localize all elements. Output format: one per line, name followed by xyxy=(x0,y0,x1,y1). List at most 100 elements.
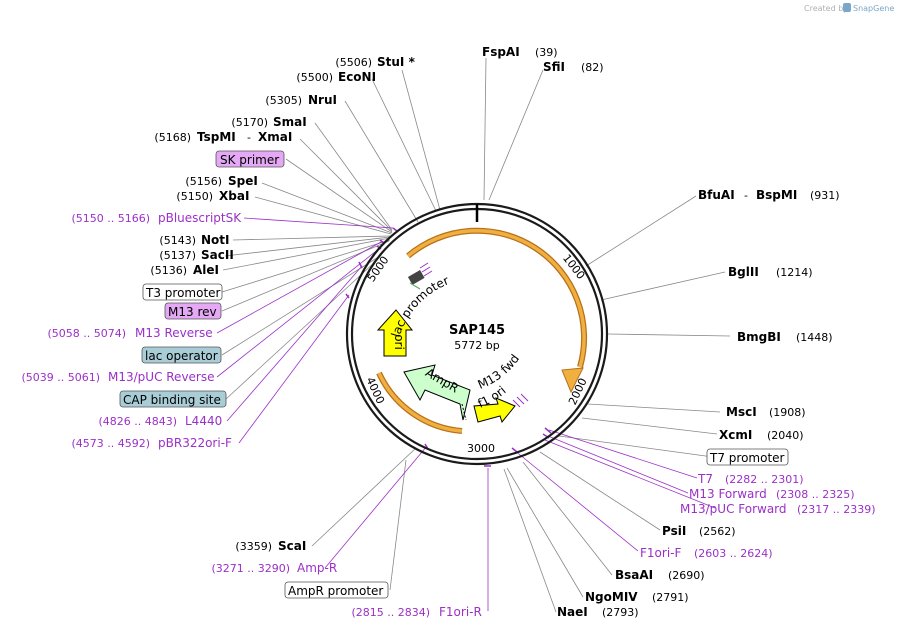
t3-promoter-box[interactable] xyxy=(142,283,223,301)
site-name[interactable]: XcmI xyxy=(719,428,752,442)
right-sites: FspAI (39) SfiI (82) BfuAI - BspMI (931)… xyxy=(482,45,840,619)
site-name[interactable]: MscI xyxy=(726,405,757,419)
site-pos: (2690) xyxy=(668,569,705,582)
site-pos: (5156) xyxy=(185,175,222,188)
cap-site-label: CAP binding site xyxy=(123,393,221,407)
site-name[interactable]: BmgBI xyxy=(737,330,781,344)
primer-name[interactable]: F1ori-R xyxy=(439,605,482,619)
primer-name[interactable]: Amp-R xyxy=(297,561,337,575)
site-pos: (5305) xyxy=(265,94,302,107)
primer-name[interactable]: T7 xyxy=(697,472,713,486)
site-pos: (5137) xyxy=(159,249,196,262)
site-name[interactable]: BfuAI xyxy=(698,188,735,202)
site-name[interactable]: BglII xyxy=(728,265,759,279)
primer-name[interactable]: M13 Forward xyxy=(689,487,767,501)
site-name[interactable]: SmaI xyxy=(273,115,307,129)
site-pos: (1448) xyxy=(796,331,833,344)
primer-pos: (2317 .. 2339) xyxy=(797,503,876,516)
t3-promoter-label: T3 promoter xyxy=(145,286,221,300)
primer-pos: (2308 .. 2325) xyxy=(776,488,855,501)
primer-name[interactable]: M13 Reverse xyxy=(135,326,213,340)
ampr-promoter-box[interactable] xyxy=(284,581,389,599)
m13-rev-box[interactable] xyxy=(164,302,222,320)
primer-pos: (5039 .. 5061) xyxy=(21,371,100,384)
site-pos: (1214) xyxy=(776,266,813,279)
lacz-arrow-icon xyxy=(561,367,584,394)
site-pos: (1908) xyxy=(769,406,806,419)
ampr-promoter-label: AmpR promoter xyxy=(288,584,383,598)
plasmid-name: SAP145 xyxy=(449,323,505,338)
site-pos: (2791) xyxy=(652,591,689,604)
primer-pos: (4826 .. 4843) xyxy=(98,415,177,428)
sk-primer-box[interactable] xyxy=(215,150,285,168)
primer-pos: (4573 .. 4592) xyxy=(71,437,150,450)
m13-rev-label: M13 rev xyxy=(168,305,217,319)
cap-site-box[interactable] xyxy=(119,390,227,408)
site-pos: (2562) xyxy=(699,525,736,538)
site-name[interactable]: EcoNI xyxy=(338,70,376,84)
connector-lines xyxy=(221,57,731,613)
lac-operator-label: lac operator xyxy=(145,349,218,363)
ampr-arrow xyxy=(403,364,471,421)
site-name[interactable]: SacII xyxy=(201,248,234,262)
primer-pos: (2815 .. 2834) xyxy=(351,606,430,619)
site-name[interactable]: TspMI xyxy=(197,130,236,144)
primer-name[interactable]: M13/pUC Forward xyxy=(680,502,787,516)
primer-pos: (2282 .. 2301) xyxy=(725,473,804,486)
hatch-marks xyxy=(419,262,529,408)
site-name[interactable]: SpeI xyxy=(228,174,258,188)
primer-name[interactable]: pBluescriptSK xyxy=(158,211,242,225)
f1-ori-arrow xyxy=(473,397,516,424)
site-name[interactable]: StuI * xyxy=(377,55,416,69)
site-pos: (5170) xyxy=(231,116,268,129)
primer-pos: (3271 .. 3290) xyxy=(211,562,290,575)
lac-operator-box[interactable] xyxy=(141,346,222,364)
primer-name[interactable]: L4440 xyxy=(185,414,222,428)
tick-5000: 5000 xyxy=(365,254,392,284)
site-pos: (5143) xyxy=(159,234,196,247)
site-pos: (5506) xyxy=(335,56,372,69)
site-name[interactable]: NgoMIV xyxy=(585,590,638,604)
t7-promoter-box[interactable] xyxy=(706,448,789,466)
ori-label: ori xyxy=(392,334,406,350)
primer-name[interactable]: F1ori-F xyxy=(640,546,681,560)
site-pos: (931) xyxy=(810,189,840,202)
site-separator: - xyxy=(744,189,748,202)
boxed-labels: SK primer T3 promoter M13 rev lac operat… xyxy=(119,150,789,599)
site-name[interactable]: XmaI xyxy=(258,130,292,144)
site-name[interactable]: ScaI xyxy=(278,539,306,553)
site-name[interactable]: NaeI xyxy=(557,605,588,619)
site-pos: (5150) xyxy=(176,190,213,203)
site-pos: (5500) xyxy=(296,71,333,84)
primer-labels: (5150 .. 5166) pBluescriptSK (5058 .. 50… xyxy=(21,211,875,619)
snapgene-logo-icon xyxy=(843,3,851,12)
primer-pos: (5058 .. 5074) xyxy=(47,327,126,340)
site-name[interactable]: AleI xyxy=(193,263,219,277)
site-name[interactable]: FspAI xyxy=(482,45,520,59)
primer-name[interactable]: pBR322ori-F xyxy=(158,436,232,450)
site-pos: (2793) xyxy=(602,606,639,619)
site-pos: (5136) xyxy=(150,264,187,277)
site-name[interactable]: BsaAI xyxy=(615,568,653,582)
credit-prefix: Created by xyxy=(804,4,848,13)
plasmid-length: 5772 bp xyxy=(454,339,499,352)
site-separator: - xyxy=(247,131,251,144)
primer-name[interactable]: M13/pUC Reverse xyxy=(108,370,215,384)
site-name[interactable]: BspMI xyxy=(756,188,797,202)
site-pos: (5168) xyxy=(154,131,191,144)
site-name[interactable]: XbaI xyxy=(219,189,249,203)
site-name[interactable]: SfiI xyxy=(543,60,565,74)
site-name[interactable]: NotI xyxy=(201,233,230,247)
primer-connector-lines xyxy=(216,217,716,611)
site-pos: (39) xyxy=(535,46,558,59)
primer-pos: (2603 .. 2624) xyxy=(694,547,773,560)
site-name[interactable]: NruI xyxy=(308,93,337,107)
ori-arrow xyxy=(376,309,414,357)
site-pos: (3359) xyxy=(235,540,272,553)
site-name[interactable]: PsiI xyxy=(662,524,686,538)
primer-pos: (5150 .. 5166) xyxy=(71,212,150,225)
site-pos: (82) xyxy=(581,61,604,74)
lac-promoter-label: lac promoter xyxy=(389,273,451,339)
tick-3000: 3000 xyxy=(467,442,495,455)
